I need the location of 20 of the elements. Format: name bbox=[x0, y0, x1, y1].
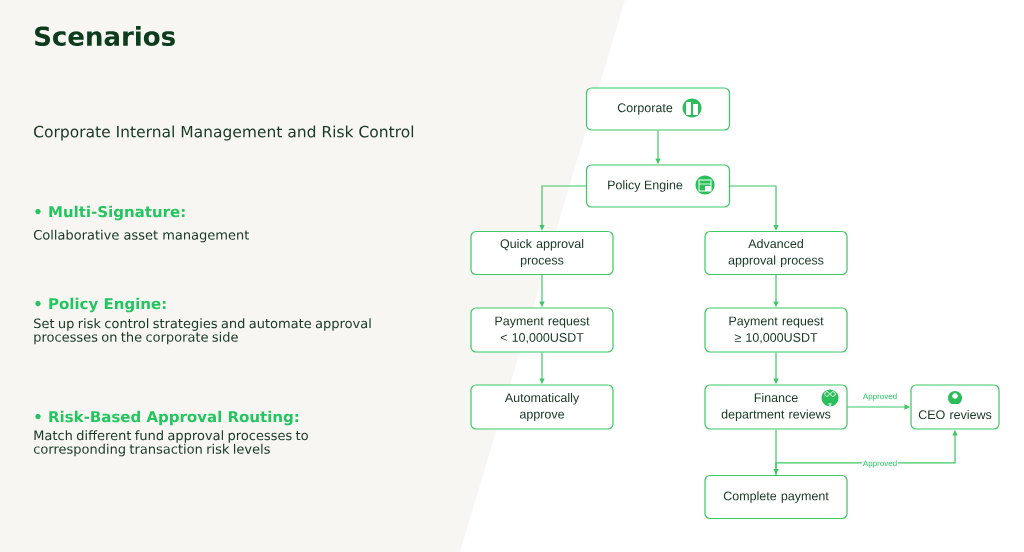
process-box: Finance department reviews bbox=[704, 384, 848, 430]
title: Scenarios bbox=[35, 25, 175, 47]
process-box: Complete payment bbox=[704, 474, 848, 520]
process-box: Payment request < 10,000USDT bbox=[470, 307, 614, 353]
bullet-heading: • Policy Engine: bbox=[35, 297, 166, 313]
edge-label: Approved bbox=[861, 459, 899, 469]
process-box: Advanced approval process bbox=[704, 230, 848, 276]
process-box: Payment request ≥ 10,000USDT bbox=[704, 307, 848, 353]
description: Match different fund approval processes to corresponding transaction risk levels bbox=[33, 430, 308, 457]
subheading: Corporate Internal Management and Risk Control bbox=[34, 125, 414, 141]
process-box: Quick approval process bbox=[470, 230, 614, 276]
process-box: Automatically approve bbox=[470, 384, 614, 430]
bullet-heading: • Risk-Based Approval Routing: bbox=[35, 410, 299, 426]
process-box: CEO reviews bbox=[910, 384, 1000, 430]
description: Set up risk control strategies and automate approval processes on the corporate side bbox=[34, 318, 371, 345]
bullet-heading: • Multi-Signature: bbox=[35, 205, 185, 221]
description: Collaborative asset management bbox=[33, 229, 249, 243]
edge-label: Approved bbox=[861, 392, 899, 402]
process-box: Policy Engine bbox=[585, 164, 731, 208]
process-box: Corporate bbox=[585, 87, 731, 131]
